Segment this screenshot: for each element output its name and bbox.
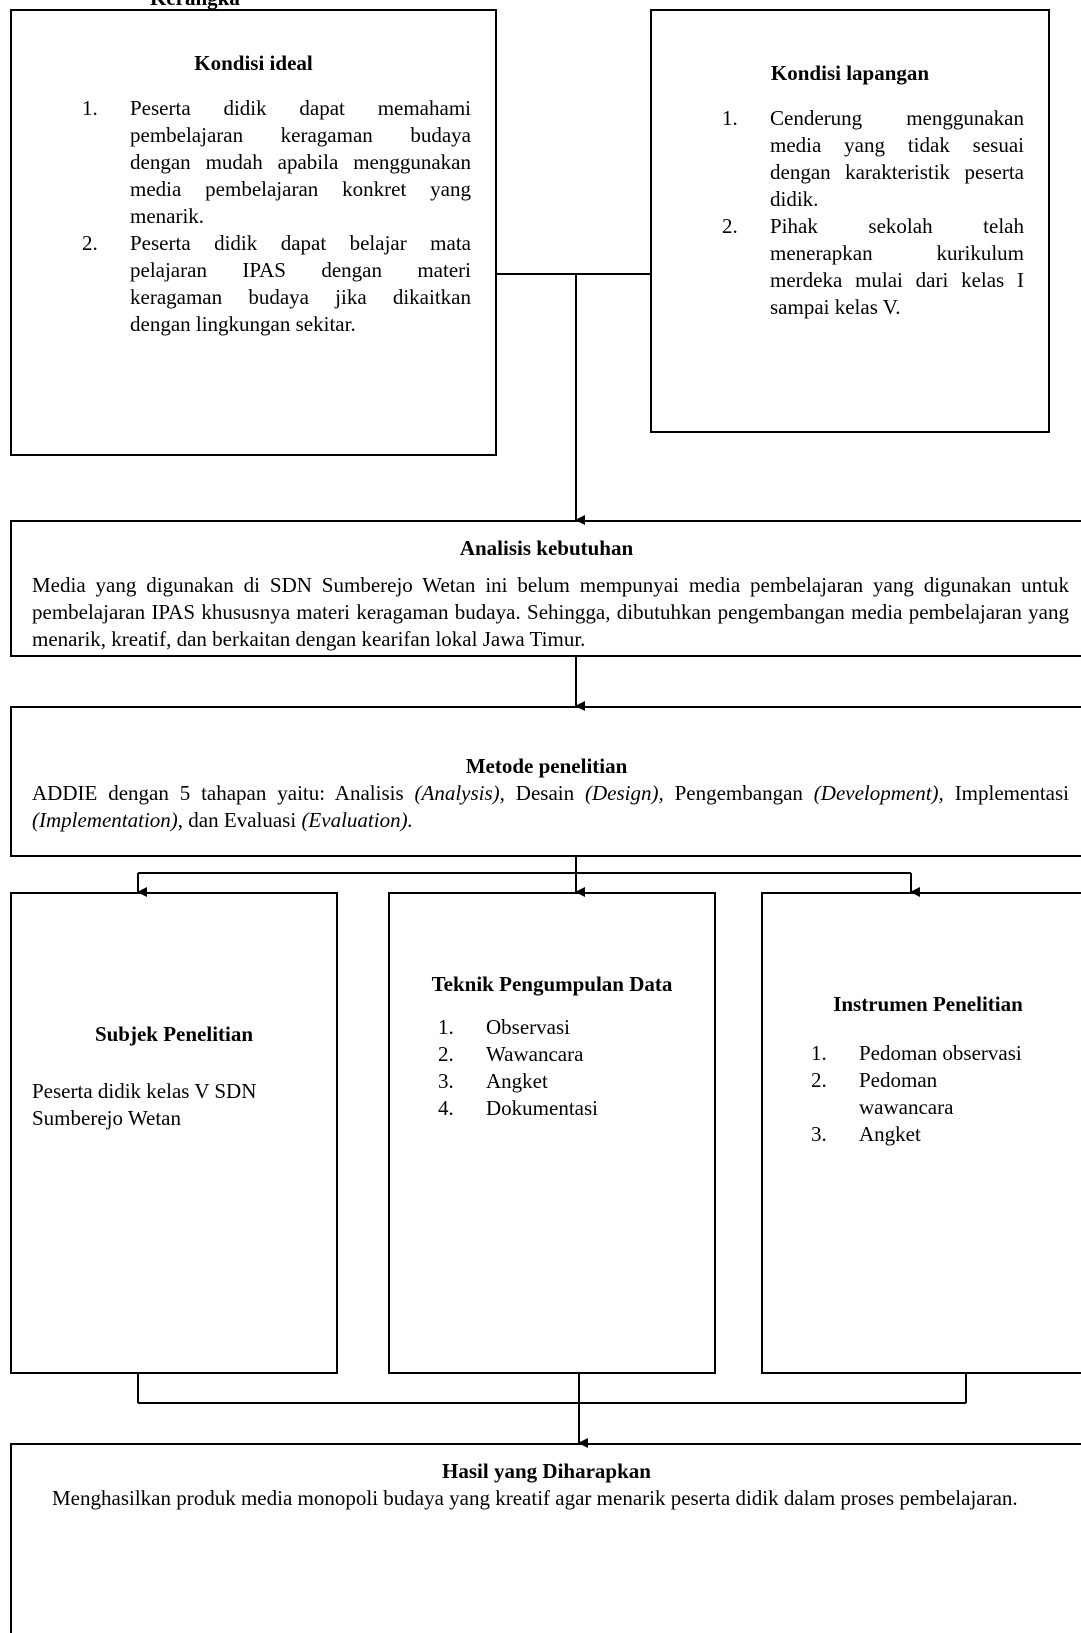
box-analisis-kebutuhan: Analisis kebutuhan Media yang digunakan … [10,520,1081,657]
metode-text: ADDIE dengan 5 tahapan yaitu: Analisis [32,781,415,805]
metode-term: (Design), [585,781,664,805]
list-item: 4. Dokumentasi [438,1095,714,1122]
metode-term: (Evaluation). [301,808,413,832]
list-item-text: Pihak sekolah telah menerapkan kurikulum… [770,214,1024,319]
list-item: 2. Pihak sekolah telah menerapkan kuriku… [722,213,1024,321]
metode-text: Pengembangan [663,781,814,805]
metode-title: Metode penelitian [465,754,628,778]
list-item: 2. Peserta didik dapat belajar mata pela… [82,230,471,338]
list-item-text: Peserta didik dapat belajar mata pelajar… [130,231,471,336]
list-item-text: Observasi [486,1015,570,1039]
list-item: 1. Pedoman observasi [811,1040,1071,1067]
list-number: 1. [438,1015,454,1039]
box-metode-penelitian: Metode penelitian ADDIE dengan 5 tahapan… [10,706,1081,857]
subjek-body: Peserta didik kelas V SDN Sumberejo Weta… [32,1079,257,1130]
list-item-text: Pedoman observasi [859,1041,1022,1065]
list-item-text: Peserta didik dapat memahami pembelajara… [130,96,471,228]
box-subjek-penelitian: Subjek Penelitian Peserta didik kelas V … [10,892,338,1374]
list-number: 1. [811,1041,827,1065]
list-item: 2. Wawancara [438,1041,714,1068]
metode-text: Desain [504,781,585,805]
subjek-title: Subjek Penelitian [94,1022,254,1046]
list-number: 3. [811,1122,827,1146]
list-item: 1. Cenderung menggunakan media yang tida… [722,105,1024,213]
list-item-text: Angket [486,1069,548,1093]
list-number: 1. [82,96,98,120]
box-kondisi-ideal: Kondisi ideal 1. Peserta didik dapat mem… [10,9,497,456]
box-teknik-pengumpulan-data: Teknik Pengumpulan Data 1. Observasi 2. Wa… [388,892,716,1374]
list-item-text: Dokumentasi [486,1096,598,1120]
box-kondisi-lapangan: Kondisi lapangan 1. Cenderung menggunaka… [650,9,1050,433]
list-number: 2. [722,214,738,238]
box-hasil-diharapkan: Hasil yang Diharapkan Menghasilkan produ… [10,1443,1081,1633]
list-item: 3. Angket [811,1121,1071,1148]
instrumen-list: 1.Pedoman observasi 2.Pedoman wawancara … [811,1040,1071,1148]
analisis-body: Media yang digunakan di SDN Sumberejo We… [32,573,1069,651]
list-number: 2. [82,231,98,255]
metode-term: (Analysis), [414,781,505,805]
metode-term: (Implementation) [32,808,178,832]
kondisi-lapangan-list: 1. Cenderung menggunakan media yang tida… [722,105,1024,321]
metode-body: ADDIE dengan 5 tahapan yaitu: Analisis (… [32,780,1069,834]
list-item-text: Pedoman wawancara [859,1068,954,1119]
list-item: 3. Angket [438,1068,714,1095]
list-item: 2. Pedoman wawancara [811,1067,1071,1121]
list-item-text: Cenderung menggunakan media yang tidak s… [770,106,1024,211]
kondisi-ideal-title: Kondisi ideal [194,51,313,75]
list-number: 4. [438,1096,454,1120]
hasil-title: Hasil yang Diharapkan [442,1459,651,1483]
metode-text: , dan Evaluasi [177,808,302,832]
teknik-list: 1. Observasi 2. Wawancara 3. Angket 4. Dokum… [438,1014,714,1122]
instrumen-title: Instrumen Penelitian [833,992,1023,1016]
page-header-title: Kerangka [150,0,240,11]
analisis-title: Analisis kebutuhan [459,536,634,560]
list-number: 2. [438,1042,454,1066]
kondisi-lapangan-title: Kondisi lapangan [770,61,930,85]
box-instrumen-penelitian: Instrumen Penelitian 1. Pedoman observasi… [761,892,1081,1374]
hasil-body: Menghasilkan produk media monopoli buday… [52,1486,1018,1510]
teknik-title: Teknik Pengumpulan Data [431,972,673,996]
list-number: 1. [722,106,738,130]
kondisi-ideal-list: 1. Peserta didik dapat memahami pembelaj… [82,95,471,338]
metode-text: Implementasi [943,781,1069,805]
metode-term: (Development), [813,781,944,805]
list-item: 1. Observasi [438,1014,714,1041]
list-number: 3. [438,1069,454,1093]
list-item-text: Wawancara [486,1042,584,1066]
list-number: 2. [811,1068,827,1092]
list-item: 1. Peserta didik dapat memahami pembelaj… [82,95,471,230]
list-item-text: Angket [859,1122,921,1146]
